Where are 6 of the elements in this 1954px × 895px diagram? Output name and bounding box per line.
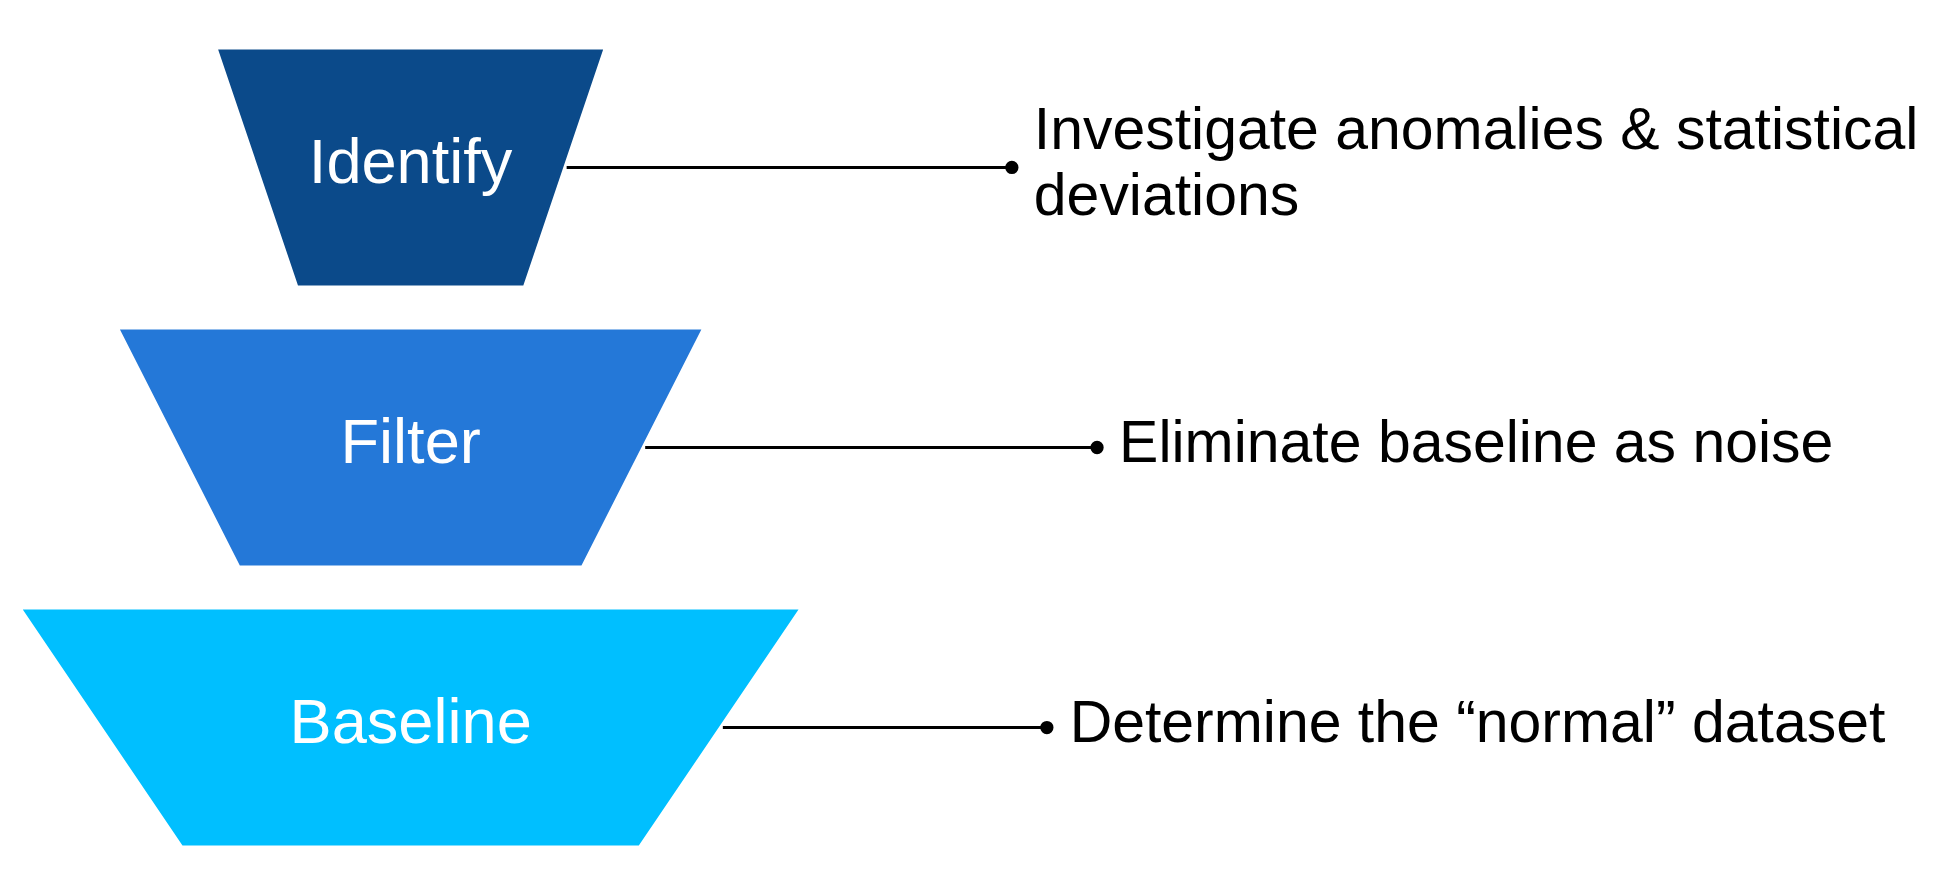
connector xyxy=(645,440,1104,455)
node-text: Determine the “normal” dataset xyxy=(1069,689,1886,755)
connector xyxy=(566,160,1019,175)
node-text: Investigate anomalies & statistical deviations xyxy=(1033,96,1919,227)
connector xyxy=(722,720,1054,735)
node-text: Eliminate baseline as noise xyxy=(1119,409,1834,475)
